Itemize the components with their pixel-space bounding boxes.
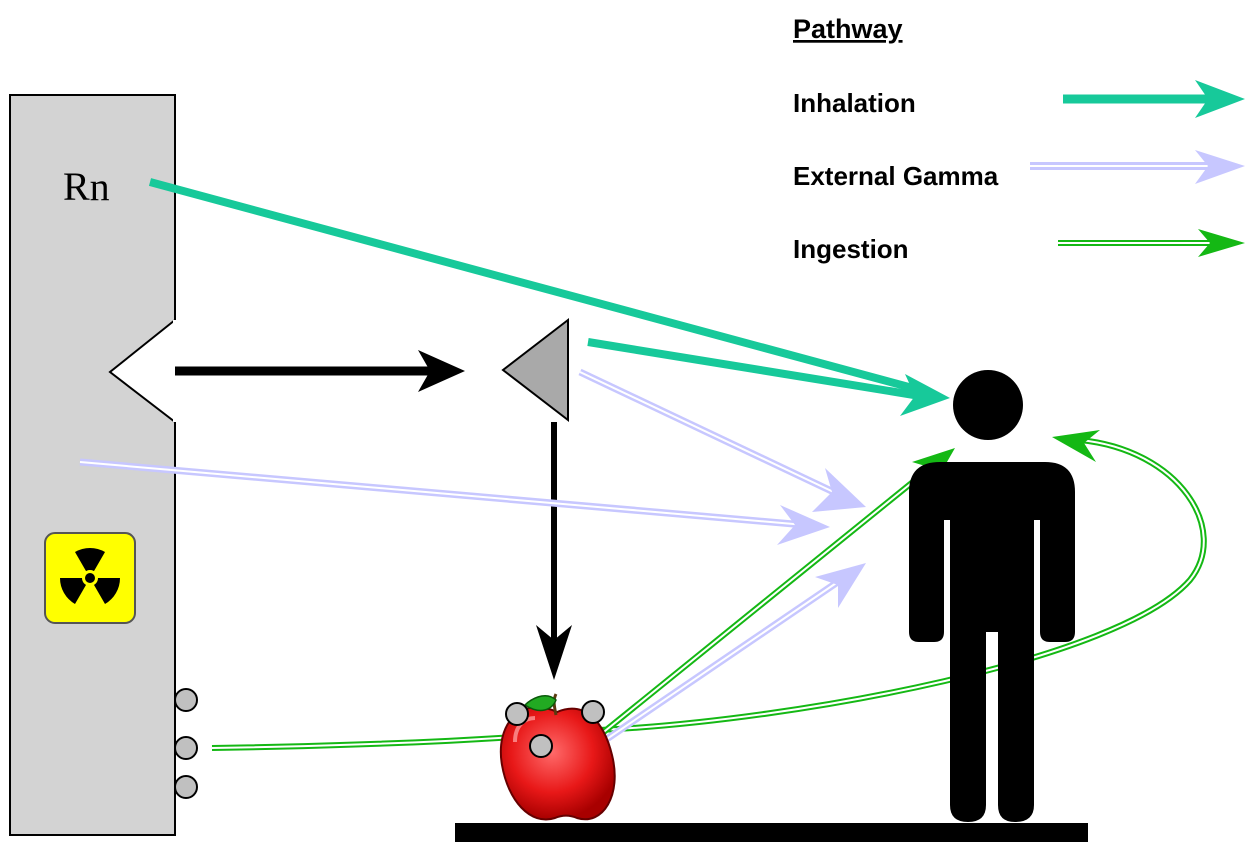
legend: Pathway Inhalation External Gamma Ingest… bbox=[793, 14, 1245, 264]
particle-icon bbox=[581, 700, 605, 724]
particle-icon bbox=[174, 736, 198, 760]
particle-icon bbox=[529, 734, 553, 758]
legend-label-external-gamma: External Gamma bbox=[793, 161, 999, 191]
transport-arrow-down bbox=[536, 422, 572, 680]
legend-swatch-inhalation bbox=[1063, 80, 1245, 118]
legend-label-inhalation: Inhalation bbox=[793, 88, 916, 118]
legend-swatch-ingestion bbox=[1058, 229, 1245, 257]
particle-icon bbox=[505, 702, 529, 726]
legend-label-ingestion: Ingestion bbox=[793, 234, 909, 264]
wall-particles bbox=[174, 688, 198, 799]
legend-swatch-external-gamma bbox=[1030, 150, 1245, 184]
apple-icon bbox=[499, 693, 616, 821]
legend-title: Pathway bbox=[793, 14, 903, 44]
transport-arrow-horizontal bbox=[175, 350, 465, 392]
radiation-hazard-icon bbox=[44, 532, 136, 624]
gamma-path-air bbox=[578, 368, 866, 512]
person-icon bbox=[909, 370, 1075, 822]
airborne-cone bbox=[501, 317, 569, 423]
inhalation-path-air bbox=[587, 338, 950, 416]
ground bbox=[455, 823, 1088, 842]
gamma-path-wall bbox=[79, 458, 830, 545]
ingestion-path-wall bbox=[211, 430, 1207, 751]
particle-icon bbox=[174, 688, 198, 712]
particle-icon bbox=[174, 775, 198, 799]
apple-particles bbox=[505, 700, 605, 758]
gamma-path-apple bbox=[596, 563, 866, 748]
inhalation-path-rn bbox=[148, 178, 922, 394]
radon-label: Rn bbox=[63, 164, 110, 209]
